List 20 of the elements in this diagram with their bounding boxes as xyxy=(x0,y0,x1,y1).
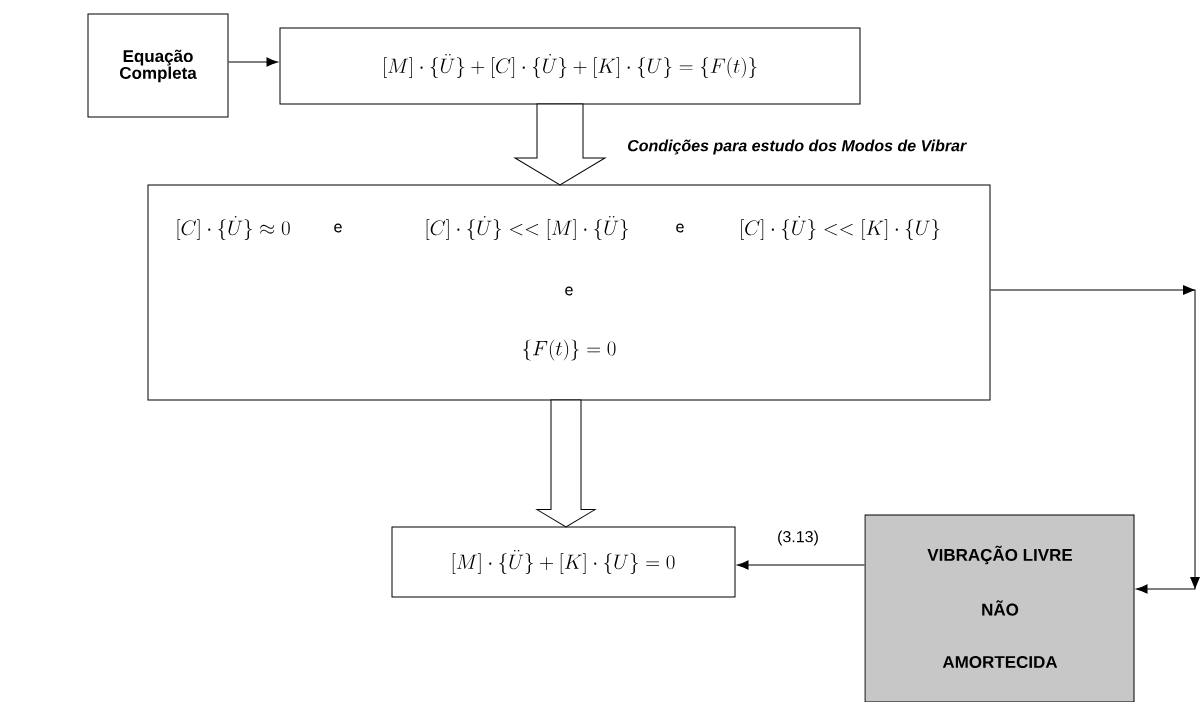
edge-label: Condições para estudo dos Modos de Vibrar xyxy=(626,138,968,156)
hollow-arrow xyxy=(514,103,606,186)
formula: $[C]\cdot\{\dot{U}\}<<[K]\cdot\{U\}$ xyxy=(741,215,940,241)
arrow xyxy=(990,285,1200,594)
arrow xyxy=(228,57,278,67)
box-label: NÃO xyxy=(982,600,1019,616)
formula: $[C]\cdot\{\dot{U}\}\approx 0$ xyxy=(177,215,290,241)
formula: $[M]\cdot\{\ddot{U}\}+[C]\cdot\{\dot{U}\}+[K]\cdot\{U\}=\{F(t)\}$ xyxy=(384,53,757,79)
hollow-arrow xyxy=(536,399,596,528)
connector-word: e xyxy=(676,223,684,233)
edge-label: (3.13) xyxy=(776,529,820,547)
connector-word: e xyxy=(565,286,573,296)
formula: $\{F(t)\}=0$ xyxy=(523,339,616,361)
arrow xyxy=(737,560,865,570)
box-label: AMORTECIDA xyxy=(942,656,1058,669)
formula: $[C]\cdot\{\dot{U}\}<<[M]\cdot\{\ddot{U}\}$ xyxy=(426,215,628,241)
box-label: VIBRAÇÃO LIVRE xyxy=(927,545,1073,565)
connector-word: e xyxy=(334,223,342,233)
formula: $[M]\cdot\{\ddot{U}\}+[K]\cdot\{U\}=0$ xyxy=(452,549,675,575)
box-label: Equação Completa xyxy=(119,49,197,83)
